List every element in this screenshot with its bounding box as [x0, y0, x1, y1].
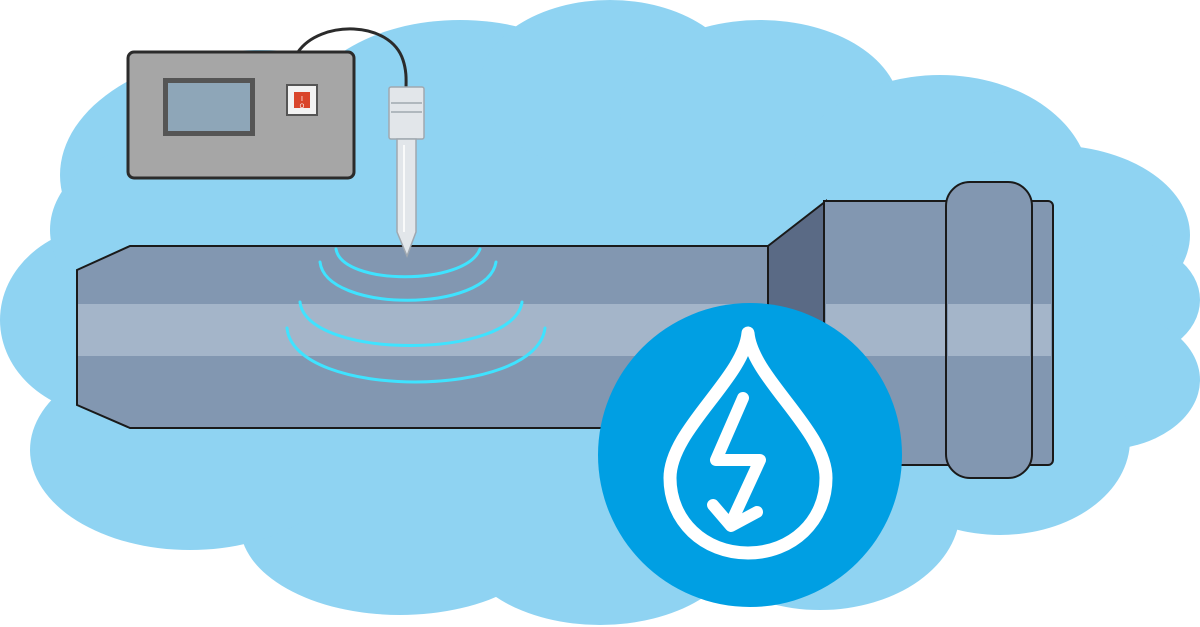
acoustic-probe	[388, 86, 425, 259]
leak-detector-device: I O	[126, 50, 356, 180]
svg-text:I: I	[301, 96, 303, 103]
svg-text:O: O	[300, 104, 305, 110]
probe-cable	[296, 27, 408, 89]
power-switch-icon: I O	[286, 84, 318, 116]
pipe	[76, 181, 1054, 479]
sound-wave-icon	[285, 247, 547, 384]
water-drop-lightning-icon	[598, 303, 902, 607]
